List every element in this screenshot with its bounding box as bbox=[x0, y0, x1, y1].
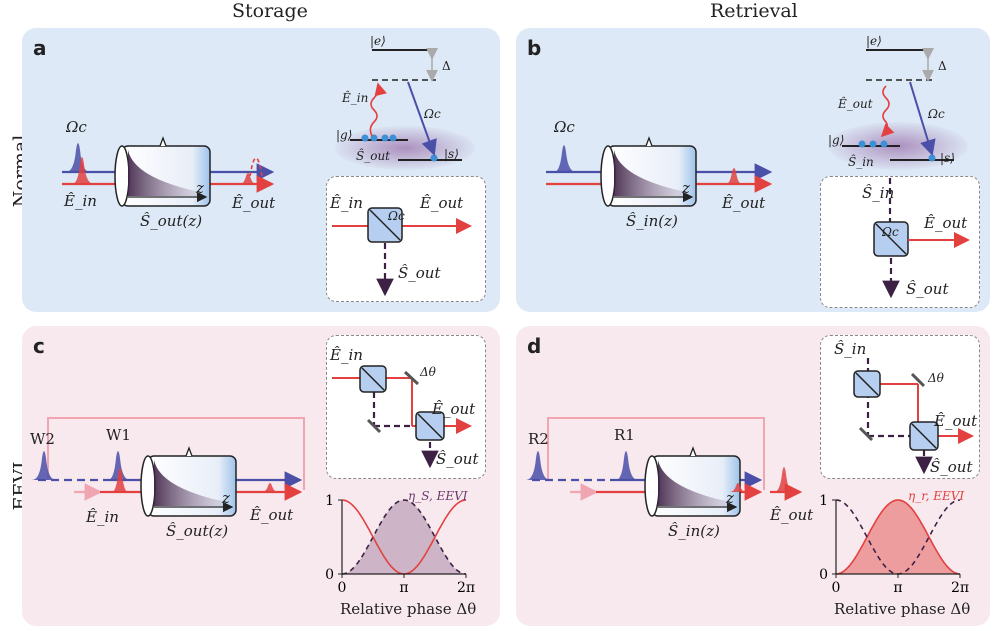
d-ytick-label: 0 bbox=[819, 567, 828, 583]
plot-d-curve-label: η_r, EEVI bbox=[908, 489, 965, 503]
label-e-out-c: Ê_out bbox=[250, 506, 294, 524]
label-s-in-z-b: Ŝ_in(z) bbox=[626, 212, 678, 230]
label-s-in-inset-b: Ŝ_in bbox=[862, 184, 895, 202]
label-ket-e-b: |e⟩ bbox=[866, 34, 882, 48]
c-ytick-label: 1 bbox=[325, 493, 334, 509]
label-e-out-inset-b: Ê_out bbox=[924, 214, 968, 232]
label-delta-b: Δ bbox=[938, 59, 947, 73]
c-xtick-label: 2π bbox=[457, 580, 475, 596]
label-ket-e-a: |e⟩ bbox=[370, 34, 386, 48]
label-s-out-inset-c: Ŝ_out bbox=[436, 450, 479, 468]
column-title-retrieval: Retrieval bbox=[710, 0, 798, 22]
label-z-a: z bbox=[196, 179, 204, 197]
plot-d: 0 π 2π 0 1 bbox=[819, 493, 969, 596]
label-s-out-level-a: Ŝ_out bbox=[356, 149, 390, 163]
label-s-in-z-d: Ŝ_in(z) bbox=[668, 522, 720, 540]
label-e-out-inset-d: Ê_out bbox=[934, 412, 978, 430]
label-e-in-c: Ê_in bbox=[86, 508, 119, 526]
label-ket-s-b: |s⟩ bbox=[940, 151, 955, 165]
d-xtick-label: 0 bbox=[832, 580, 841, 596]
plot-c-curve-label: η_S, EEVI bbox=[408, 489, 468, 503]
label-e-in-inset-a: Ê_in bbox=[330, 194, 363, 212]
d-ytick-label: 1 bbox=[819, 493, 828, 509]
inset-d-interferometer bbox=[820, 335, 980, 479]
c-peak-fill bbox=[342, 500, 466, 574]
label-w1: W1 bbox=[106, 426, 131, 444]
label-z-b: z bbox=[682, 179, 690, 197]
label-e-out-level-b: Ê_out bbox=[838, 97, 873, 111]
label-delta-theta-c: Δθ bbox=[420, 365, 436, 379]
panel-label-b: b bbox=[527, 36, 542, 60]
label-e-out-inset-a: Ê_out bbox=[420, 194, 464, 212]
label-s-out-inset-a: Ŝ_out bbox=[398, 264, 441, 282]
label-e-in-a: Ê_in bbox=[64, 192, 97, 210]
plot-c-xlabel: Relative phase Δθ bbox=[340, 600, 477, 618]
label-omega-c-inset-a: Ωc bbox=[388, 209, 405, 223]
label-e-out-d: Ê_out bbox=[770, 506, 814, 524]
label-ket-g-a: |g⟩ bbox=[336, 128, 353, 142]
label-omega-c-inset-b: Ωc bbox=[882, 225, 899, 239]
label-ket-g-b: |g⟩ bbox=[828, 133, 845, 147]
d-xtick-label: 2π bbox=[951, 580, 969, 596]
label-r2: R2 bbox=[528, 430, 549, 448]
c-xtick-label: 0 bbox=[338, 580, 347, 596]
label-delta-theta-d: Δθ bbox=[928, 371, 944, 385]
label-omega-c-level-a: Ωc bbox=[424, 107, 441, 121]
label-delta-a: Δ bbox=[442, 59, 451, 73]
d-peak-fill bbox=[836, 500, 960, 574]
label-e-out-a: Ê_out bbox=[232, 194, 276, 212]
column-title-storage: Storage bbox=[232, 0, 308, 22]
panel-b-setup bbox=[546, 48, 970, 299]
panel-label-d: d bbox=[527, 334, 542, 358]
panel-c-setup bbox=[32, 365, 472, 517]
c-storage-efficiency-curve bbox=[341, 499, 467, 575]
c-ytick-label: 0 bbox=[325, 567, 334, 583]
label-e-in-level-a: Ê_in bbox=[342, 91, 369, 105]
label-r1: R1 bbox=[614, 426, 635, 444]
label-s-in-inset-d: Ŝ_in bbox=[834, 340, 867, 358]
panel-d-setup bbox=[526, 358, 974, 517]
label-e-out-inset-c: Ê_out bbox=[432, 400, 476, 418]
label-s-out-z-c: Ŝ_out(z) bbox=[166, 522, 229, 540]
c-xtick-label: π bbox=[399, 580, 408, 596]
plot-c: 0 π 2π 0 1 bbox=[325, 493, 475, 596]
inset-a-beamsplitter bbox=[326, 176, 486, 302]
label-s-out-inset-b: Ŝ_out bbox=[906, 280, 949, 298]
label-e-in-inset-c: Ê_in bbox=[330, 346, 363, 364]
inset-c-interferometer bbox=[326, 335, 486, 479]
label-s-out-inset-d: Ŝ_out bbox=[930, 458, 973, 476]
label-z-c: z bbox=[222, 489, 230, 507]
panel-label-c: c bbox=[33, 334, 45, 358]
label-s-in-level-b: Ŝ_in bbox=[848, 155, 874, 169]
label-omega-c-level-b: Ωc bbox=[928, 107, 945, 121]
label-omega-c-a: Ωc bbox=[66, 118, 87, 136]
plot-d-xlabel: Relative phase Δθ bbox=[834, 600, 971, 618]
d-xtick-label: π bbox=[893, 580, 902, 596]
label-z-d: z bbox=[726, 489, 734, 507]
label-s-out-z-a: Ŝ_out(z) bbox=[140, 212, 203, 230]
label-w2: W2 bbox=[30, 430, 55, 448]
d-retrieval-efficiency-curve bbox=[835, 499, 961, 575]
label-ket-s-a: |s⟩ bbox=[444, 147, 459, 161]
label-omega-c-b: Ωc bbox=[554, 118, 575, 136]
panel-a-setup bbox=[62, 48, 475, 297]
label-e-out-b: Ê_out bbox=[722, 194, 766, 212]
panel-label-a: a bbox=[33, 36, 47, 60]
